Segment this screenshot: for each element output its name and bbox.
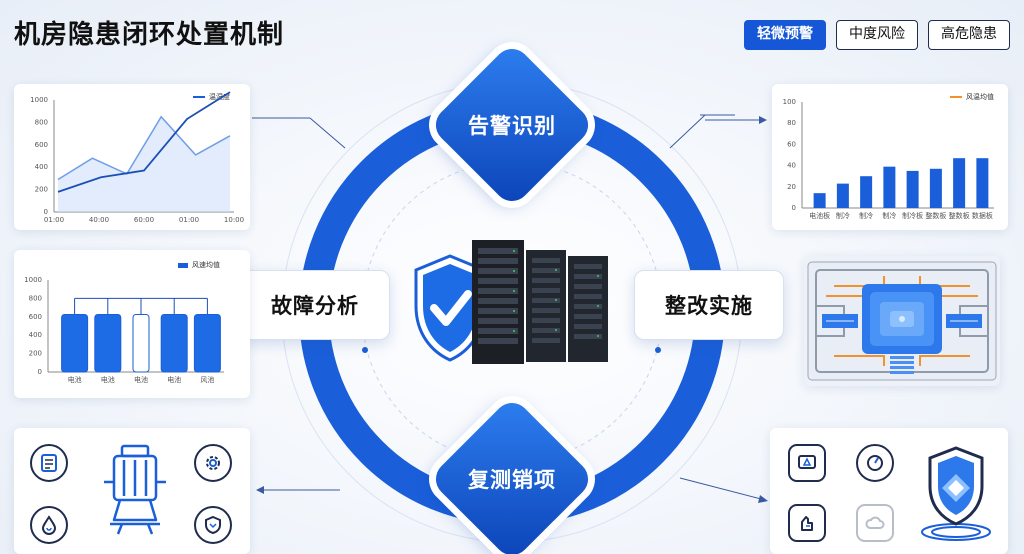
x-tick-label: 40:00 — [89, 216, 109, 224]
x-tick-label: 电池 — [101, 375, 115, 384]
y-tick-label: 800 — [29, 294, 42, 302]
node-alarm-identification[interactable]: 告警识别 — [428, 41, 596, 209]
y-tick-label: 400 — [29, 331, 42, 339]
bar — [929, 168, 942, 208]
bar — [132, 314, 150, 373]
x-tick-label: 电池板 — [809, 211, 830, 220]
y-tick-label: 800 — [35, 118, 48, 126]
tag-high-danger[interactable]: 高危隐患 — [928, 20, 1010, 50]
x-tick-label: 制冷 — [836, 211, 850, 220]
bar — [193, 314, 221, 373]
bar — [860, 176, 873, 208]
gear-icon[interactable] — [194, 444, 232, 482]
y-tick-label: 20 — [787, 183, 796, 191]
server-rack-icon — [472, 240, 608, 364]
x-tick-label: 整数板 — [949, 211, 970, 220]
shield-check-icon — [414, 254, 486, 362]
series-1-line — [57, 91, 231, 193]
y-tick-label: 0 — [38, 368, 42, 376]
y-tick-label: 80 — [787, 119, 796, 127]
bar — [813, 193, 826, 208]
y-tick-label: 200 — [29, 350, 42, 358]
line-chart-card: 温湿度 0 200 400 600 800 1000 01:00 40:00 60:00 01:0… — [14, 84, 250, 230]
cloud-icon[interactable] — [856, 504, 894, 542]
y-tick-label: 600 — [35, 141, 48, 149]
page-title: 机房隐患闭环处置机制 — [14, 20, 285, 50]
circuit-chip-card — [804, 256, 1000, 386]
x-tick-label: 电池 — [134, 375, 148, 384]
hand-icon[interactable] — [788, 504, 826, 542]
x-tick-label: 电池 — [167, 375, 181, 384]
battery-chart-legend: 风速均值 — [178, 260, 220, 270]
shield-layers-icon — [921, 446, 991, 541]
wind-bar-chart: 020406080100电池板制冷制冷制冷制冷板整数板整数板数据板 — [783, 98, 994, 220]
equipment-icon-card — [14, 428, 250, 554]
bar — [836, 183, 849, 208]
severity-tags: 轻微预警 中度风险 高危隐患 — [744, 20, 1010, 50]
circuit-chip-graphic — [807, 261, 997, 381]
bar — [61, 314, 89, 373]
y-tick-label: 1000 — [30, 96, 48, 104]
bar — [160, 314, 188, 373]
line-chart: 0 200 400 600 800 1000 01:00 40:00 60:00 01:00 10:… — [30, 91, 244, 224]
x-tick-label: 整数板 — [925, 211, 946, 220]
water-drop-icon[interactable] — [30, 506, 68, 544]
wind-chart-legend: 风温均值 — [950, 92, 994, 102]
y-tick-label: 400 — [35, 163, 48, 171]
y-tick-label: 100 — [783, 98, 796, 106]
y-tick-label: 0 — [44, 208, 48, 216]
x-tick-label: 01:00 — [44, 216, 64, 224]
x-tick-label: 风池 — [200, 375, 214, 384]
x-tick-label: 10:00 — [224, 216, 244, 224]
battery-bar-chart: 0 200 400 600 800 1000 电池 电池 电池 电池 风池 — [24, 276, 224, 384]
y-tick-label: 60 — [787, 140, 796, 148]
y-tick-label: 600 — [29, 313, 42, 321]
node-rectification[interactable]: 整改实施 — [634, 270, 784, 340]
x-tick-label: 01:00 — [179, 216, 199, 224]
bar — [906, 170, 919, 208]
node-fault-analysis[interactable]: 故障分析 — [240, 270, 390, 340]
monitor-alert-icon[interactable] — [788, 444, 826, 482]
y-tick-label: 40 — [787, 162, 796, 170]
document-icon[interactable] — [30, 444, 68, 482]
x-tick-label: 60:00 — [134, 216, 154, 224]
node-retest-closure[interactable]: 复测销项 — [428, 395, 596, 554]
bar — [883, 166, 896, 208]
bar — [976, 158, 989, 208]
battery-bar-chart-card: 风速均值 0 200 400 600 800 1000 电池 电池 电池 电池 风池 — [14, 250, 250, 398]
security-icon-card — [770, 428, 1008, 554]
pump-icon — [104, 444, 166, 535]
y-tick-label: 200 — [35, 186, 48, 194]
line-chart-legend: 温湿度 — [193, 92, 230, 102]
shield-heart-icon[interactable] — [194, 506, 232, 544]
y-tick-label: 0 — [792, 204, 796, 212]
x-tick-label: 制冷 — [882, 211, 896, 220]
series-2-line — [57, 115, 231, 181]
y-tick-label: 1000 — [24, 276, 42, 284]
x-tick-label: 数据板 — [972, 211, 993, 220]
series-2-area — [58, 116, 230, 212]
gauge-icon[interactable] — [856, 444, 894, 482]
bar — [953, 158, 966, 208]
tag-minor-warning[interactable]: 轻微预警 — [744, 20, 826, 50]
x-tick-label: 制冷板 — [902, 211, 923, 220]
x-tick-label: 电池 — [68, 375, 82, 384]
tag-medium-risk[interactable]: 中度风险 — [836, 20, 918, 50]
x-tick-label: 制冷 — [859, 211, 873, 220]
bar — [94, 314, 122, 373]
